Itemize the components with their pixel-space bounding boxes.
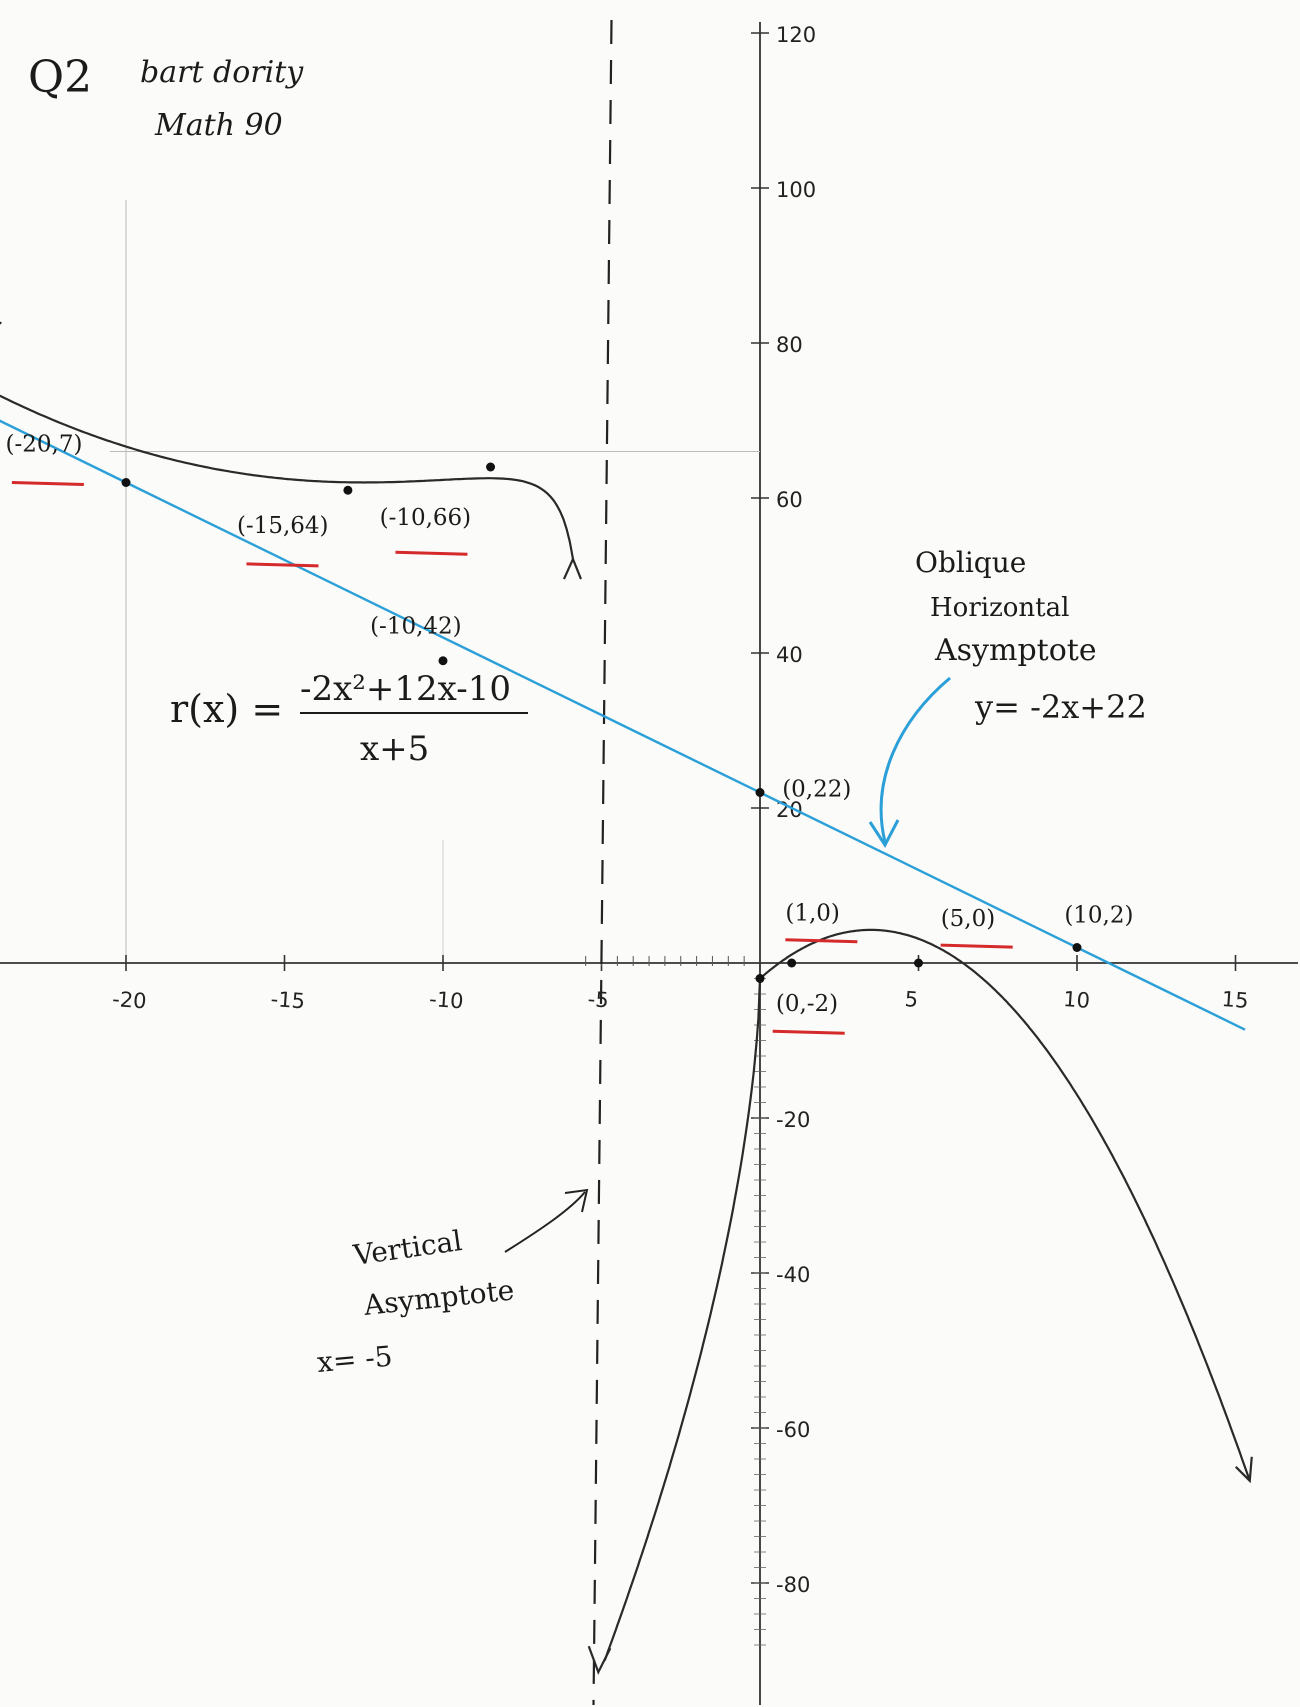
x-tick-label: 5 — [904, 987, 919, 1012]
data-point — [914, 958, 923, 968]
point-label-underline — [11, 481, 84, 486]
point-label-underline — [395, 550, 468, 556]
data-point — [486, 462, 496, 472]
data-point — [787, 958, 797, 968]
data-point — [438, 656, 448, 666]
oblique-label-2: Horizontal — [930, 593, 1069, 623]
x-tick-label: -15 — [270, 987, 306, 1013]
oblique-asymptote — [0, 419, 1246, 1031]
y-tick-label: 100 — [776, 178, 816, 202]
x-tick-label: -5 — [587, 987, 610, 1012]
point-label-underline — [772, 1029, 845, 1035]
point-label: (-20,7) — [6, 432, 83, 458]
x-tick-label: 10 — [1062, 987, 1090, 1013]
y-tick-label: 40 — [776, 643, 803, 667]
point-label: (5,0) — [941, 906, 996, 932]
y-tick-label: -20 — [776, 1108, 810, 1132]
arrow-head-icon — [1234, 1456, 1253, 1484]
arrow-head-icon — [564, 1188, 589, 1213]
data-point — [1072, 943, 1082, 952]
y-tick-label: -60 — [776, 1418, 810, 1442]
course-name: Math 90 — [154, 108, 283, 143]
arrow-head-icon — [587, 1645, 612, 1675]
point-label: (-10,42) — [370, 614, 462, 640]
vertical-equation: x= -5 — [316, 1340, 394, 1379]
point-label-underline — [246, 562, 319, 568]
point-label: (-15,64) — [237, 513, 329, 539]
x-tick-label: 15 — [1221, 987, 1249, 1013]
point-label: (10,2) — [1064, 903, 1133, 929]
x-tick-label: -10 — [428, 987, 464, 1013]
point-label-underline — [940, 943, 1013, 949]
x-tick-label: -20 — [111, 987, 147, 1013]
y-tick-label: -80 — [776, 1573, 810, 1597]
point-label-underline — [785, 938, 858, 944]
arrow-head-icon — [562, 556, 582, 580]
point-label: (-10,66) — [380, 505, 472, 531]
equation-numerator: -2x²+12x-10 — [300, 669, 511, 709]
question-number: Q2 — [28, 52, 92, 103]
y-tick-label: -40 — [776, 1263, 810, 1287]
data-point — [755, 974, 765, 983]
oblique-arrow — [879, 676, 951, 843]
point-label: (0,-2) — [776, 991, 838, 1017]
author-name: bart dority — [140, 55, 304, 90]
equation-lhs: r(x) = — [170, 687, 283, 731]
data-point — [755, 788, 765, 797]
arrow-head-icon — [0, 321, 2, 325]
vertical-label-2: Asymptote — [361, 1273, 515, 1322]
data-point — [121, 478, 131, 487]
point-label: (1,0) — [785, 900, 840, 926]
oblique-label-1: Oblique — [915, 546, 1026, 579]
oblique-equation: y= -2x+22 — [974, 688, 1147, 726]
arrow-head-icon — [868, 819, 900, 848]
left-branch-curve — [0, 394, 575, 560]
data-point — [343, 485, 353, 495]
vertical-label-1: Vertical — [350, 1224, 464, 1272]
y-tick-label: 60 — [776, 488, 803, 512]
point-label: (0,22) — [782, 776, 851, 802]
vertical-arrow — [504, 1191, 586, 1253]
right-branch-curve — [603, 928, 1251, 1661]
equation-denominator: x+5 — [360, 729, 429, 769]
oblique-label-3: Asymptote — [934, 633, 1097, 668]
vertical-asymptote — [592, 19, 613, 1706]
y-tick-label: 80 — [776, 333, 803, 357]
y-tick-label: 120 — [776, 23, 816, 47]
